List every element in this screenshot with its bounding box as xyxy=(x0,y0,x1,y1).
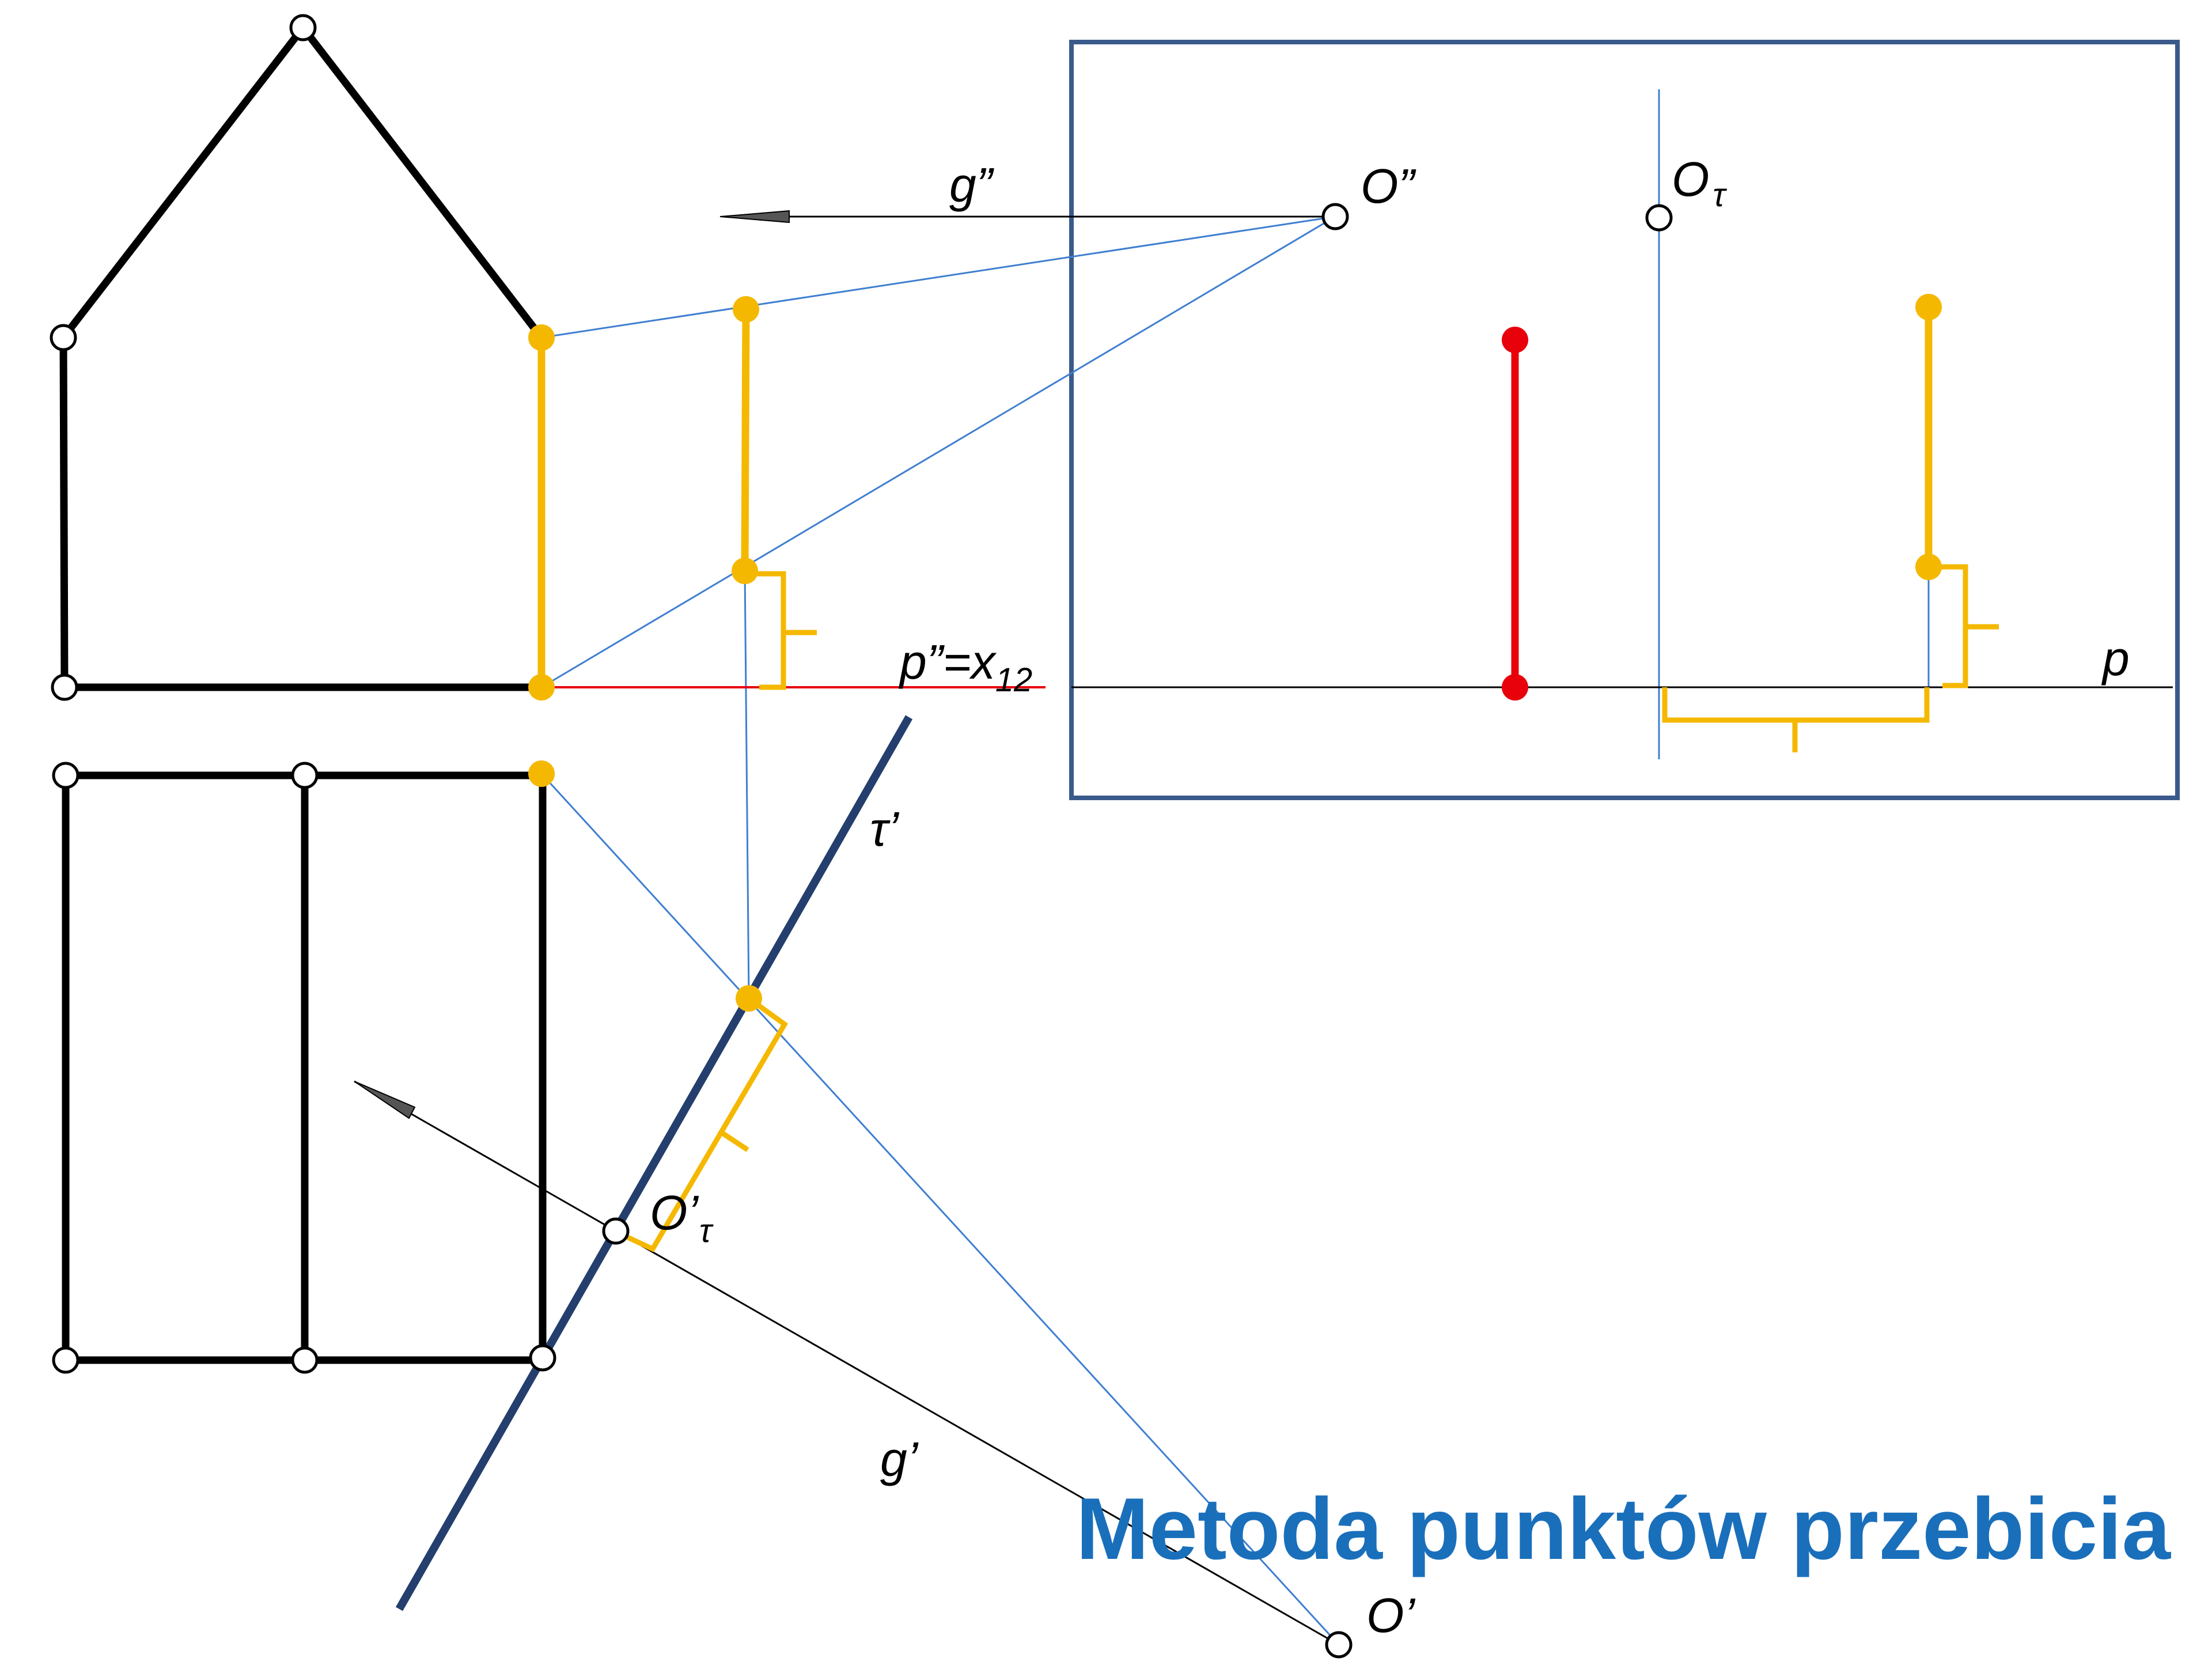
point-red-top xyxy=(1502,327,1528,353)
house-front-outline xyxy=(59,21,546,691)
point-eave-left xyxy=(50,324,77,351)
brace-plan-diagonal xyxy=(627,996,788,1252)
point-plan-top-mid xyxy=(291,762,319,789)
point-plan-bottom-mid xyxy=(291,1346,319,1374)
measurement-braces xyxy=(627,564,1999,1252)
brace-front xyxy=(745,571,817,690)
point-roof-apex xyxy=(289,14,317,41)
brace-picture-height xyxy=(1929,564,1999,688)
label-p: p xyxy=(2101,631,2130,686)
label-o-prime-tau: O’τ xyxy=(650,1186,714,1250)
point-red-base xyxy=(1502,674,1528,701)
direction-lines xyxy=(354,215,2173,1646)
point-front-base-left xyxy=(51,673,78,701)
point-o-double xyxy=(1321,203,1349,230)
point-aux-bottom xyxy=(732,558,758,584)
point-aux-top xyxy=(733,296,759,323)
auxiliary-yellow-segment xyxy=(741,305,750,575)
brace-plan-diagonal-tick xyxy=(717,1129,749,1152)
label-o-prime: O’ xyxy=(1366,1588,1415,1642)
label-o-double: O” xyxy=(1361,159,1416,213)
label-p-double-x12: p”=x12 xyxy=(898,635,1032,699)
point-front-base xyxy=(528,674,555,701)
arrowhead-g-prime xyxy=(354,1081,416,1119)
ray-top-to-o-double xyxy=(541,215,1336,339)
line-g-prime xyxy=(354,1080,1339,1646)
picture-plane-frame xyxy=(1069,40,2180,800)
yellow-segments xyxy=(537,303,1933,691)
brace-picture-width xyxy=(1662,687,1930,752)
diagram-title: Metoda punktów przebicia xyxy=(1076,1480,2172,1578)
point-o-tau xyxy=(1645,204,1673,232)
point-picture-top xyxy=(1915,294,1942,320)
ray-base-to-o-double xyxy=(541,215,1336,688)
label-g-double: g” xyxy=(949,158,995,212)
point-trace-piercing xyxy=(736,985,762,1012)
yellow-points xyxy=(528,294,1942,1012)
projection-rays xyxy=(540,89,1930,1646)
arrowhead-g-double xyxy=(719,210,790,224)
point-o-prime-tau xyxy=(602,1217,630,1245)
house-front-view xyxy=(59,21,546,691)
red-points xyxy=(1502,327,1528,701)
ray-plan-corner-to-o-prime xyxy=(540,773,1340,1646)
ray-vertical-link xyxy=(744,570,750,999)
point-o-prime xyxy=(1325,1631,1353,1659)
point-plan-top-left xyxy=(52,762,79,789)
point-plan-corner xyxy=(528,760,555,787)
house-top-view xyxy=(62,771,547,1364)
point-picture-bottom xyxy=(1915,554,1942,580)
trace-tau-prime xyxy=(395,715,913,1611)
label-tau-prime: τ’ xyxy=(870,802,899,856)
point-plan-bottom-left xyxy=(52,1346,79,1374)
point-front-top xyxy=(528,324,555,351)
label-g-prime: g’ xyxy=(880,1432,919,1486)
open-points xyxy=(50,14,1673,1659)
point-plan-bottom-right xyxy=(529,1344,556,1372)
